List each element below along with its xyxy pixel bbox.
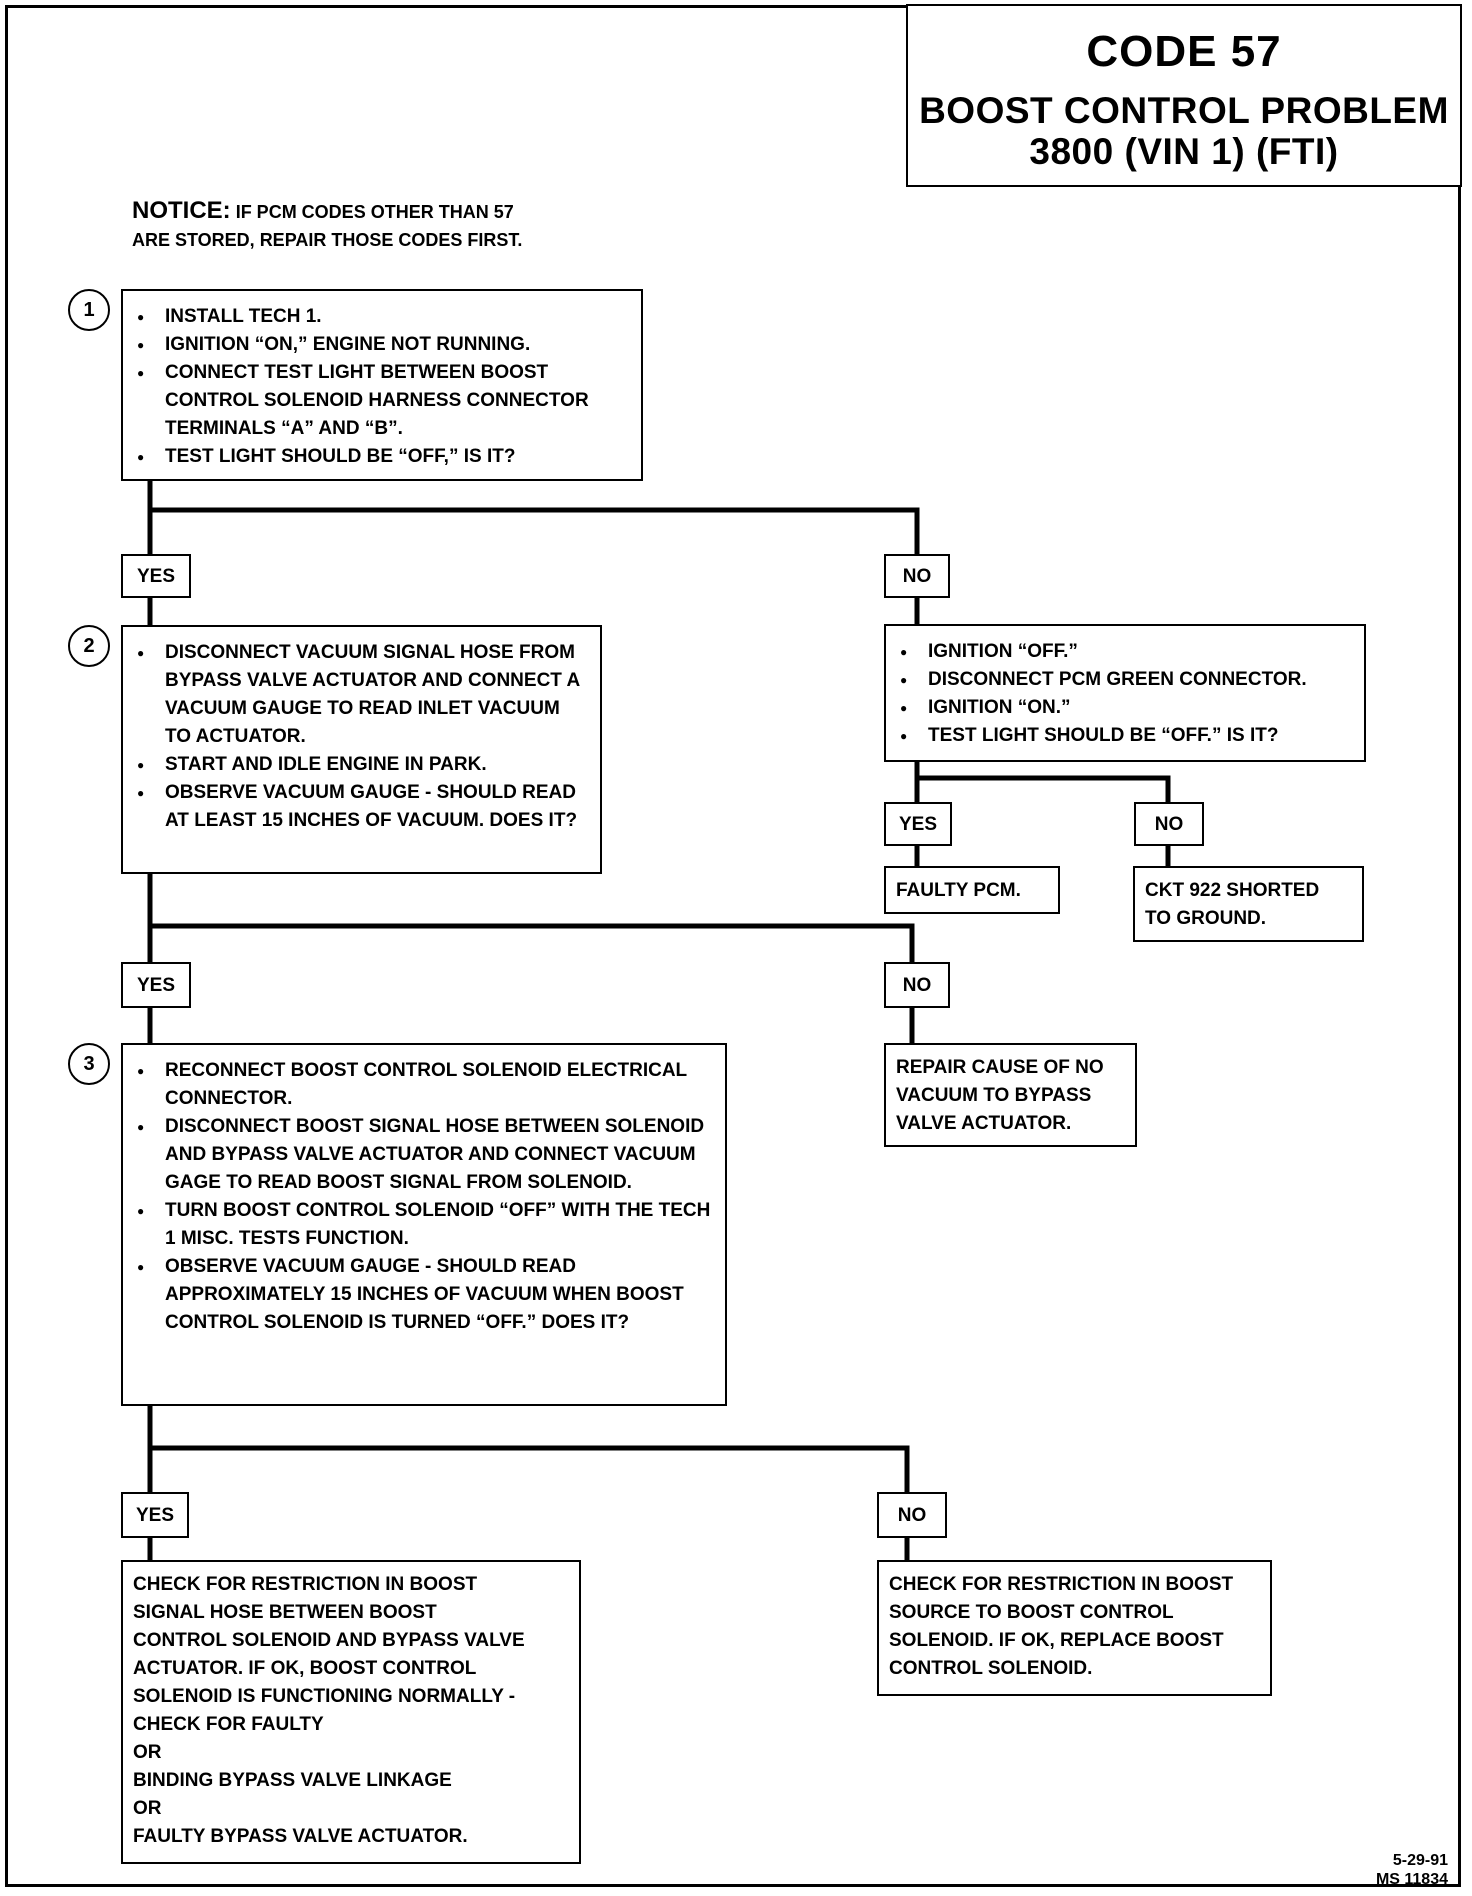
step-3-item: TURN BOOST CONTROL SOLENOID “OFF” WITH T…: [131, 1197, 715, 1253]
step-2-list: DISCONNECT VACUUM SIGNAL HOSE FROM BYPAS…: [131, 639, 590, 835]
revision-date: 5-29-91: [1392, 1852, 1448, 1869]
step-1-item: INSTALL TECH 1.: [131, 303, 631, 331]
step-2-item: DISCONNECT VACUUM SIGNAL HOSE FROM BYPAS…: [131, 639, 590, 751]
pcm-check-item: IGNITION “ON.”: [894, 694, 1354, 722]
pcm-check-no-label: NO: [1134, 802, 1204, 846]
step-2-yes-label: YES: [121, 962, 191, 1008]
pcm-check-list: IGNITION “OFF.” DISCONNECT PCM GREEN CON…: [894, 638, 1354, 750]
step-1-item: IGNITION “ON,” ENGINE NOT RUNNING.: [131, 331, 631, 359]
problem-title: BOOST CONTROL PROBLEM: [919, 90, 1449, 131]
step-3-item: DISCONNECT BOOST SIGNAL HOSE BETWEEN SOL…: [131, 1113, 715, 1197]
step-1-item: TEST LIGHT SHOULD BE “OFF,” IS IT?: [131, 443, 631, 471]
faulty-pcm-box: FAULTY PCM.: [884, 866, 1060, 914]
check-restriction-signal-box: CHECK FOR RESTRICTION IN BOOST SIGNAL HO…: [121, 1560, 581, 1864]
notice-text: IF PCM CODES OTHER THAN 57 ARE STORED, R…: [132, 202, 523, 250]
title-block: CODE 57 BOOST CONTROL PROBLEM 3800 (VIN …: [906, 4, 1462, 187]
ckt-shorted-box: CKT 922 SHORTED TO GROUND.: [1133, 866, 1364, 942]
engine-designation: 3800 (VIN 1) (FTI): [1029, 131, 1339, 172]
document-id: MS 11834: [1375, 1871, 1448, 1888]
pcm-check-box: IGNITION “OFF.” DISCONNECT PCM GREEN CON…: [884, 624, 1366, 762]
step-1-yes-label: YES: [121, 554, 191, 598]
faulty-pcm-text: FAULTY PCM.: [896, 880, 1021, 901]
page-border: [5, 5, 1461, 1887]
pcm-check-item: TEST LIGHT SHOULD BE “OFF.” IS IT?: [894, 722, 1354, 750]
connector-pcm-no: [914, 775, 1171, 809]
ckt-shorted-text: CKT 922 SHORTED TO GROUND.: [1145, 880, 1320, 929]
step-1-no-label: NO: [884, 554, 950, 598]
step-3-list: RECONNECT BOOST CONTROL SOLENOID ELECTRI…: [131, 1057, 715, 1337]
pcm-check-item: IGNITION “OFF.”: [894, 638, 1354, 666]
check-restriction-source-box: CHECK FOR RESTRICTION IN BOOST SOURCE TO…: [877, 1560, 1272, 1696]
connector-step2-no: [147, 923, 915, 967]
repair-vacuum-text: REPAIR CAUSE OF NO VACUUM TO BYPASS VALV…: [896, 1057, 1104, 1134]
code-number: CODE 57: [1086, 27, 1282, 76]
connector-step1-no: [147, 507, 920, 561]
step-number-1: 1: [68, 289, 110, 331]
step-3-item: OBSERVE VACUUM GAUGE - SHOULD READ APPRO…: [131, 1253, 715, 1337]
step-1-box: INSTALL TECH 1. IGNITION “ON,” ENGINE NO…: [121, 289, 643, 481]
step-number-2: 2: [68, 625, 110, 667]
step-2-item: OBSERVE VACUUM GAUGE - SHOULD READ AT LE…: [131, 779, 590, 835]
step-1-list: INSTALL TECH 1. IGNITION “ON,” ENGINE NO…: [131, 303, 631, 471]
step-2-no-label: NO: [884, 962, 950, 1008]
notice: NOTICE: IF PCM CODES OTHER THAN 57 ARE S…: [132, 197, 652, 254]
step-2-box: DISCONNECT VACUUM SIGNAL HOSE FROM BYPAS…: [121, 625, 602, 874]
check-restriction-source-text: CHECK FOR RESTRICTION IN BOOST SOURCE TO…: [889, 1574, 1234, 1679]
document-footer: 5-29-91 MS 11834: [1248, 1851, 1448, 1889]
step-number-3: 3: [68, 1043, 110, 1085]
step-1-item: CONNECT TEST LIGHT BETWEEN BOOST CONTROL…: [131, 359, 631, 443]
step-3-box: RECONNECT BOOST CONTROL SOLENOID ELECTRI…: [121, 1043, 727, 1406]
pcm-check-item: DISCONNECT PCM GREEN CONNECTOR.: [894, 666, 1354, 694]
step-3-no-label: NO: [877, 1492, 947, 1538]
connector-step3-no: [147, 1445, 910, 1497]
check-restriction-signal-text: CHECK FOR RESTRICTION IN BOOST SIGNAL HO…: [133, 1574, 525, 1847]
repair-vacuum-box: REPAIR CAUSE OF NO VACUUM TO BYPASS VALV…: [884, 1043, 1137, 1147]
step-3-item: RECONNECT BOOST CONTROL SOLENOID ELECTRI…: [131, 1057, 715, 1113]
step-3-yes-label: YES: [121, 1492, 189, 1538]
notice-label: NOTICE:: [132, 197, 231, 224]
pcm-check-yes-label: YES: [884, 802, 952, 846]
step-2-item: START AND IDLE ENGINE IN PARK.: [131, 751, 590, 779]
